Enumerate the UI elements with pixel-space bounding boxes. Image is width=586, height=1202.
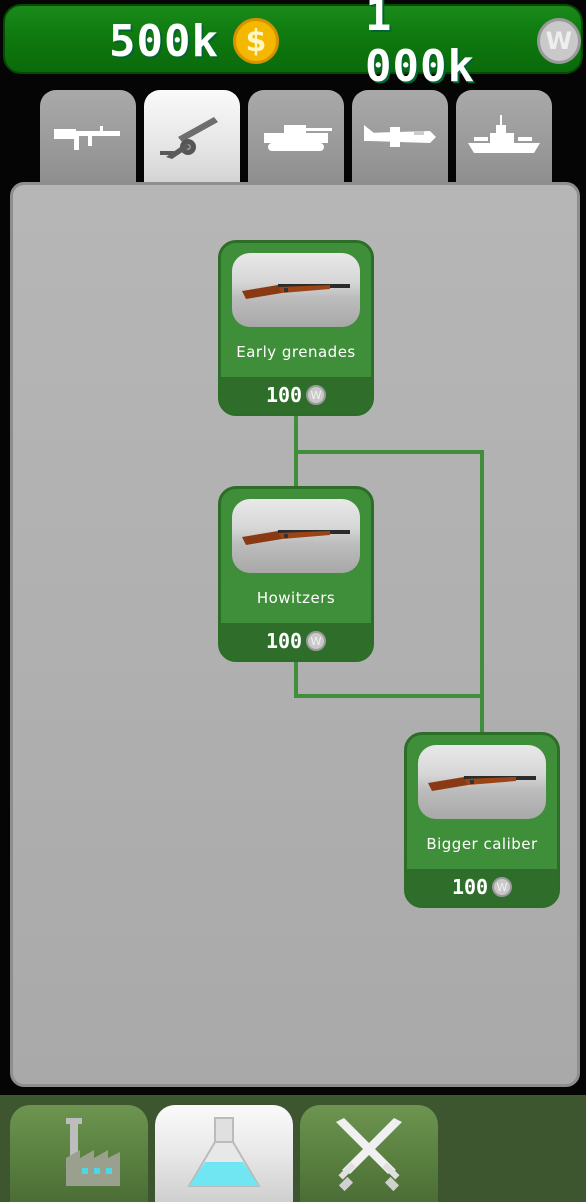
- tech-cost-value: 100: [265, 383, 303, 407]
- nav-research[interactable]: [155, 1105, 293, 1202]
- tech-cost-value: 100: [451, 875, 489, 899]
- ship-icon: [468, 115, 540, 153]
- research-counter: 1 000k W: [365, 0, 581, 92]
- rifle-icon: [242, 284, 350, 299]
- tech-cost: 100 W: [221, 623, 371, 659]
- plane-icon: [364, 125, 436, 147]
- flask-icon: [187, 1116, 261, 1187]
- tech-node-bigger-caliber[interactable]: Bigger caliber 100 W: [404, 732, 560, 908]
- tech-thumbnail: [232, 253, 360, 327]
- bottom-nav: [0, 1095, 586, 1202]
- tech-title: Bigger caliber: [426, 835, 538, 853]
- research-value: 1 000k: [365, 0, 475, 92]
- rifle-icon: [242, 530, 350, 545]
- tab-artillery[interactable]: [144, 90, 240, 182]
- tech-title: Howitzers: [256, 589, 336, 607]
- category-tabs: [40, 90, 554, 182]
- tab-infantry[interactable]: [40, 90, 136, 182]
- tech-thumbnail: [418, 745, 546, 819]
- w-coin-icon: W: [492, 877, 513, 897]
- howitzer-icon: [160, 117, 218, 159]
- money-value: 500k: [109, 15, 219, 67]
- w-coin-icon: W: [306, 385, 327, 405]
- nav-battle[interactable]: [300, 1105, 438, 1202]
- tech-node-early-grenades[interactable]: Early grenades 100 W: [218, 240, 374, 416]
- rifle-icon: [54, 126, 120, 150]
- dollar-coin-icon: $: [232, 18, 279, 64]
- tab-aircraft[interactable]: [352, 90, 448, 182]
- tech-title: Early grenades: [236, 343, 356, 361]
- resource-bar: 500k $ 1 000k W: [3, 0, 583, 92]
- factory-icon: [66, 1117, 120, 1186]
- tech-cost: 100 W: [407, 869, 557, 905]
- rifle-icon: [428, 776, 536, 791]
- tab-navy[interactable]: [456, 90, 552, 182]
- crossed-swords-icon: [336, 1117, 402, 1191]
- tech-cost-value: 100: [265, 629, 303, 653]
- w-coin-icon: W: [306, 631, 327, 651]
- nav-factory[interactable]: [10, 1105, 148, 1202]
- tech-cost: 100 W: [221, 377, 371, 413]
- tech-thumbnail: [232, 499, 360, 573]
- w-coin-icon: W: [536, 18, 581, 64]
- tech-node-howitzers[interactable]: Howitzers 100 W: [218, 486, 374, 662]
- tank-icon: [264, 125, 332, 151]
- tab-tanks[interactable]: [248, 90, 344, 182]
- money-counter: 500k $: [109, 14, 279, 68]
